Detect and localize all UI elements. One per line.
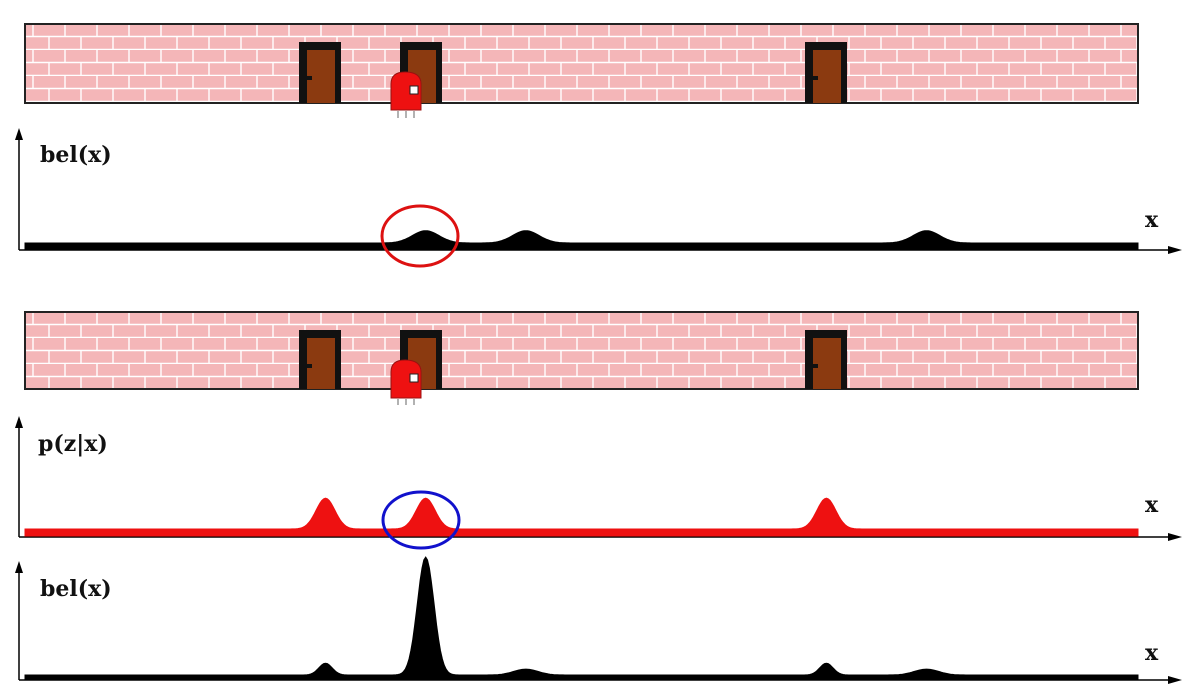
y-axis-arrow <box>15 416 23 428</box>
belief-curve <box>24 230 1139 250</box>
door-3 <box>805 330 847 389</box>
x-axis-label: x <box>1145 207 1159 233</box>
y-axis-label: bel(x) <box>40 576 112 602</box>
highlight-circle-blue <box>381 490 461 550</box>
brick-wall <box>24 23 1139 104</box>
x-axis-arrow <box>1168 676 1182 684</box>
brick-wall <box>24 311 1139 390</box>
y-axis-arrow <box>15 561 23 573</box>
door-3 <box>805 42 847 103</box>
belief-posterior-plot: bel(x) x <box>15 556 1182 684</box>
likelihood-curve <box>24 497 1139 537</box>
wall-scene-bottom <box>24 311 1139 405</box>
door-1 <box>299 42 341 103</box>
y-axis-arrow <box>15 128 23 140</box>
y-axis-label: p(z|x) <box>38 431 108 457</box>
x-axis-arrow <box>1168 246 1182 254</box>
x-axis-label: x <box>1145 640 1159 666</box>
wall-scene-top <box>24 23 1139 118</box>
sensor-model-plot: p(z|x) x <box>15 416 1182 550</box>
robot <box>390 71 422 118</box>
highlight-circle-red <box>380 204 460 268</box>
x-axis-label: x <box>1145 492 1159 518</box>
belief-prior-plot: bel(x) x <box>15 128 1182 268</box>
x-axis-arrow <box>1168 533 1182 541</box>
door-1 <box>299 330 341 389</box>
robot <box>390 359 422 405</box>
belief-curve <box>24 556 1139 681</box>
y-axis-label: bel(x) <box>40 142 112 168</box>
